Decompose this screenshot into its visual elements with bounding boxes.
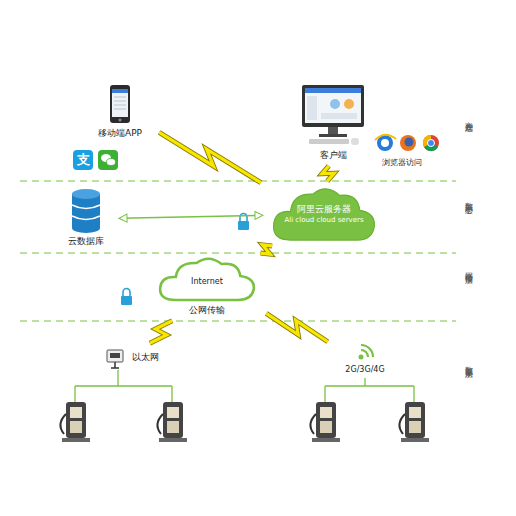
layer-label: 数据中心层 bbox=[462, 196, 473, 201]
wechat-icon bbox=[98, 150, 118, 170]
layer-label: 网络传输层 bbox=[462, 266, 473, 271]
wireless-icon bbox=[353, 339, 377, 363]
node-label: 2G/3G/4G bbox=[335, 365, 395, 375]
layer-dividers bbox=[20, 181, 456, 321]
cloud-server-node: 阿里云服务器Ali cloud cloud servers bbox=[268, 183, 380, 245]
wireless-node: 2G/3G/4G bbox=[335, 339, 395, 379]
pile-wiring bbox=[75, 370, 414, 402]
client-node: 客户端 bbox=[298, 84, 368, 164]
ethernet-icon bbox=[104, 346, 128, 370]
computer-icon bbox=[301, 84, 365, 146]
browser-icons bbox=[375, 135, 439, 151]
node-label: Internet bbox=[155, 277, 259, 287]
node-label: 云数据库 bbox=[58, 236, 114, 247]
cloud-database-node: 云数据库 bbox=[58, 188, 114, 250]
phone-icon bbox=[109, 84, 131, 124]
annotation-label: 浏览器访问 bbox=[382, 158, 422, 168]
node-label: 客户端 bbox=[298, 150, 368, 161]
lightning-link bbox=[260, 245, 272, 254]
mobile-app-node: 移动端APP bbox=[88, 84, 152, 142]
layer-label: 数据采集层 bbox=[462, 360, 473, 365]
alipay-icon bbox=[73, 150, 93, 170]
double-arrow bbox=[120, 215, 262, 218]
lightning-link bbox=[150, 321, 172, 343]
lightning-link bbox=[159, 132, 261, 182]
lightning-link bbox=[266, 313, 327, 341]
node-label: Ali cloud cloud servers bbox=[268, 216, 380, 224]
node-label: 阿里云服务器 bbox=[268, 204, 380, 215]
charging-piles bbox=[60, 402, 429, 442]
ethernet-node: 以太网 bbox=[104, 346, 166, 370]
layer-label: 客户端层 bbox=[462, 115, 473, 119]
annotation-label: 支 bbox=[77, 152, 90, 168]
node-label: 以太网 bbox=[132, 352, 159, 363]
database-icon bbox=[70, 188, 102, 234]
internet-cloud-node: Internet 公网传输 bbox=[155, 254, 259, 318]
lightning-link bbox=[322, 166, 334, 181]
node-label: 公网传输 bbox=[155, 305, 259, 316]
node-label: 移动端APP bbox=[88, 128, 152, 139]
